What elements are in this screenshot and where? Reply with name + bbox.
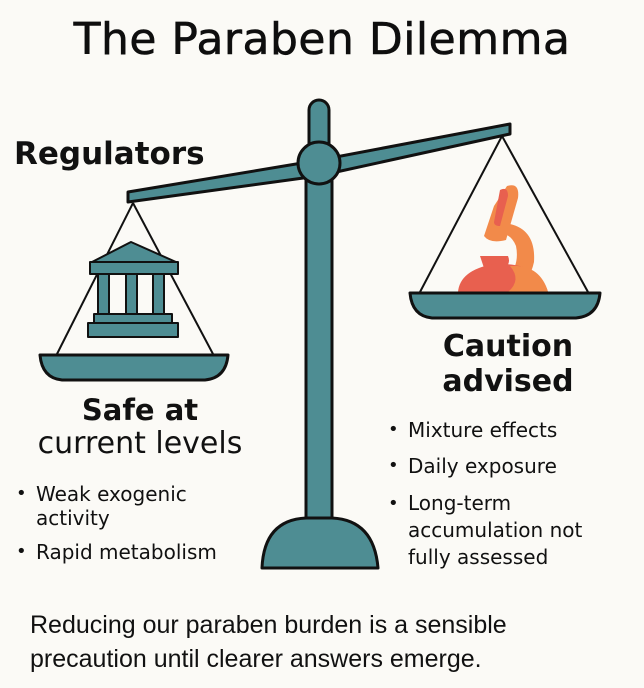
right-bullet-list: Mixture effects Daily exposure Long-term… [388,418,628,583]
scale-base [260,516,380,570]
list-item: Daily exposure [388,454,628,478]
left-bullet-list: Weak exogenic activity Rapid metabolism [16,482,256,574]
right-heading-line1: Caution [442,329,574,364]
microscope-icon [458,185,548,292]
page-title: The Paraben Dilemma [73,14,571,66]
regulators-label: Regulators [14,136,205,172]
right-heading-line2: advised [442,363,574,399]
list-item: Mixture effects [388,418,628,442]
list-item: Rapid metabolism [16,540,256,564]
left-heading-line2: current levels [37,426,243,462]
scale-pillar [304,168,334,522]
right-pan [408,291,602,320]
courthouse-icon [87,241,179,338]
list-item: Weak exogenic activity [16,482,256,530]
conclusion-text: Reducing our paraben burden is a sensibl… [30,611,507,673]
list-item: Long-term accumulation not fully assesse… [388,490,628,571]
scale-hub [296,140,342,186]
left-heading-line1: Safe at [81,393,199,427]
scale-beam-right [316,122,512,178]
left-heading: Safe at current levels [10,393,270,462]
right-heading: Caution advised [408,329,608,399]
left-pan [38,353,230,382]
